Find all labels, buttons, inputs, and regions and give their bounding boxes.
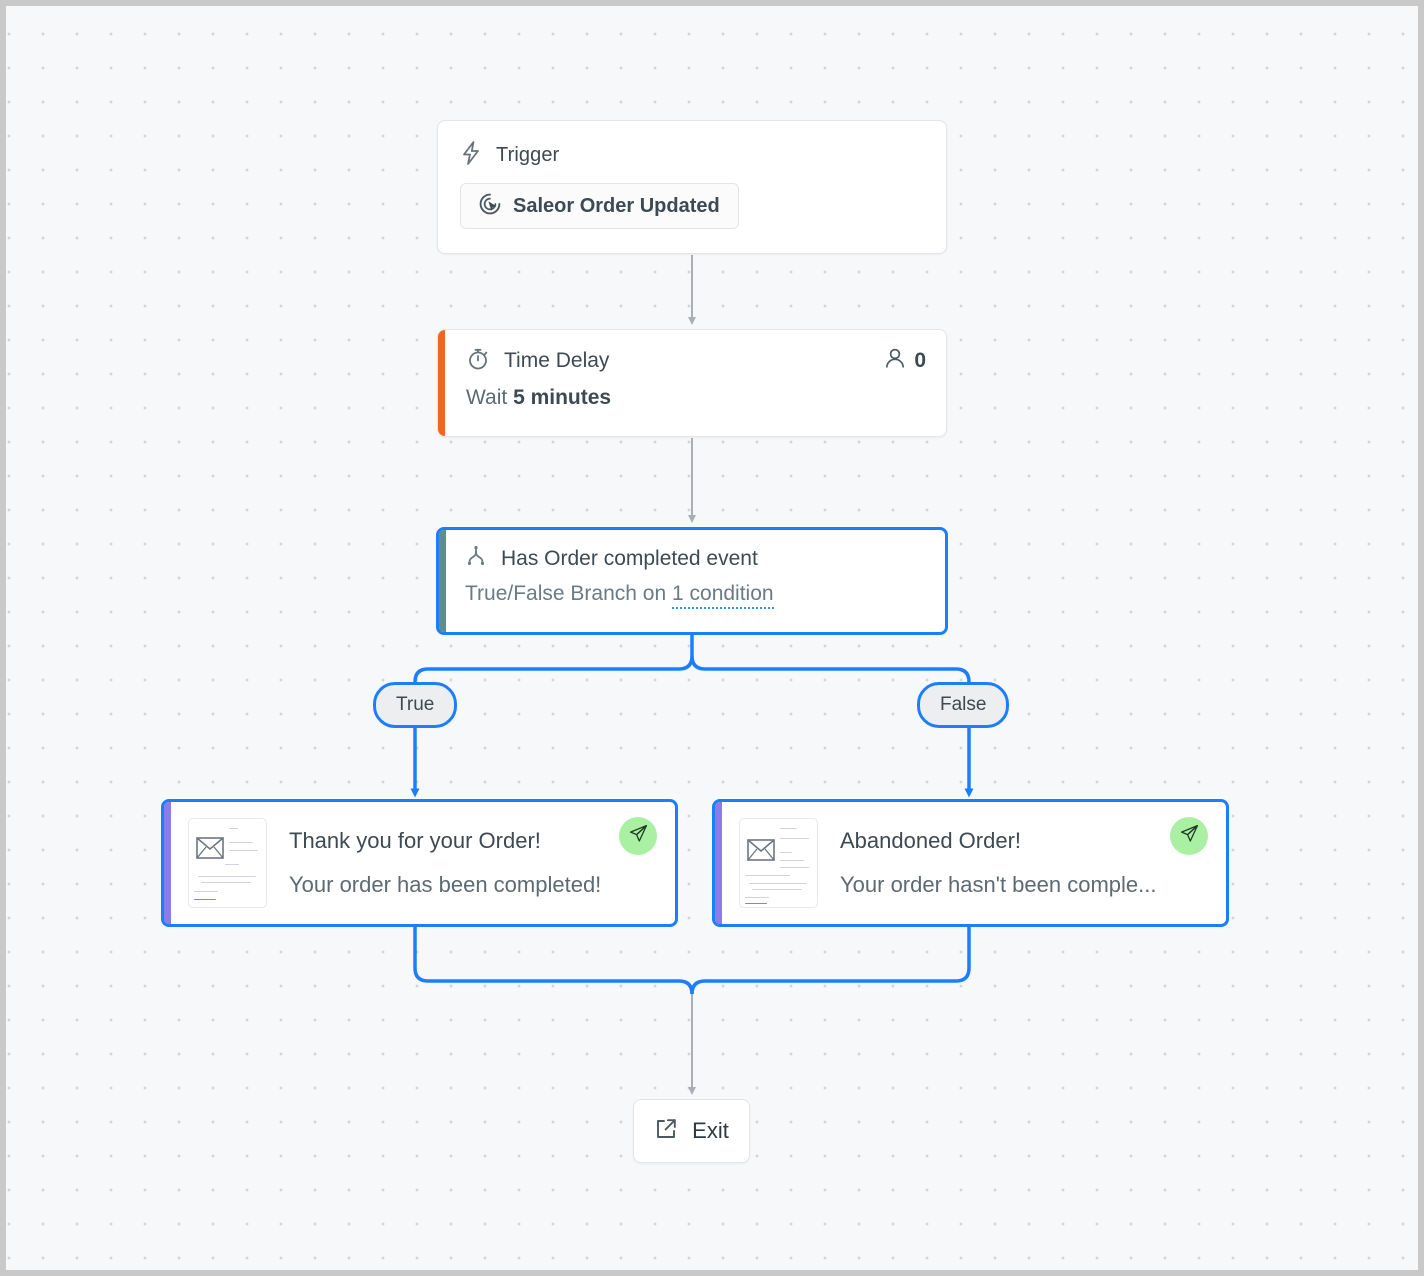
branch-split-icon <box>465 545 487 574</box>
email-false-send-badge <box>1170 817 1208 855</box>
time-delay-accent-bar <box>438 330 445 436</box>
external-link-icon <box>654 1117 678 1146</box>
email-node-true[interactable]: Thank you for your Order! Your order has… <box>161 799 678 927</box>
trigger-header: Trigger <box>460 140 924 171</box>
time-delay-wait-prefix: Wait <box>466 386 514 409</box>
trigger-source-chip[interactable]: Saleor Order Updated <box>460 183 739 229</box>
time-delay-count-value: 0 <box>914 349 926 372</box>
branch-label-true-text: True <box>396 694 435 715</box>
condition-title: Has Order completed event <box>501 547 758 570</box>
lightning-bolt-icon <box>460 140 482 171</box>
send-paper-plane-icon <box>628 823 649 849</box>
send-paper-plane-icon <box>1179 823 1200 849</box>
email-false-preview: Your order hasn't been comple... <box>840 872 1157 897</box>
email-true-send-badge <box>619 817 657 855</box>
time-delay-node[interactable]: Time Delay 0 Wait 5 minutes <box>437 329 947 437</box>
email-true-preview: Your order has been completed! <box>289 872 602 897</box>
time-delay-title: Time Delay <box>504 349 610 372</box>
branch-label-false-text: False <box>940 694 987 715</box>
trigger-label: Trigger <box>496 143 560 166</box>
edge-condition-split-left <box>413 655 694 683</box>
email-true-subject: Thank you for your Order! <box>289 828 541 853</box>
email-true-accent-bar <box>164 802 171 924</box>
edge-email-true-to-merge <box>413 921 694 995</box>
time-delay-wait-text: Wait 5 minutes <box>466 386 926 410</box>
email-node-false[interactable]: Abandoned Order! Your order hasn't been … <box>712 799 1229 927</box>
time-delay-count: 0 <box>884 347 926 376</box>
envelope-icon <box>747 839 775 866</box>
email-false-accent-bar <box>715 802 722 924</box>
stopwatch-icon <box>466 347 490 376</box>
email-false-thumbnail <box>739 818 818 908</box>
person-icon <box>884 347 906 376</box>
time-delay-wait-value: 5 minutes <box>513 386 612 409</box>
edge-email-false-to-merge <box>690 921 971 995</box>
exit-node[interactable]: Exit <box>633 1099 750 1163</box>
branch-label-true[interactable]: True <box>373 682 458 728</box>
trigger-source-label: Saleor Order Updated <box>513 194 720 217</box>
branch-label-false[interactable]: False <box>917 682 1010 728</box>
email-true-thumbnail <box>188 818 267 908</box>
condition-accent-bar <box>439 530 446 632</box>
email-false-subject: Abandoned Order! <box>840 828 1022 853</box>
trigger-node[interactable]: Trigger Saleor Order Updated <box>437 120 947 254</box>
saleor-cursor-icon <box>479 193 501 220</box>
envelope-icon <box>196 837 224 864</box>
condition-subtitle-prefix: True/False Branch on <box>465 582 672 605</box>
condition-subtitle: True/False Branch on 1 condition <box>465 582 925 609</box>
condition-branch-node[interactable]: Has Order completed event True/False Bra… <box>436 527 948 635</box>
exit-label: Exit <box>692 1118 729 1143</box>
condition-count-link[interactable]: 1 condition <box>672 582 774 609</box>
edge-condition-split-right <box>690 655 971 683</box>
